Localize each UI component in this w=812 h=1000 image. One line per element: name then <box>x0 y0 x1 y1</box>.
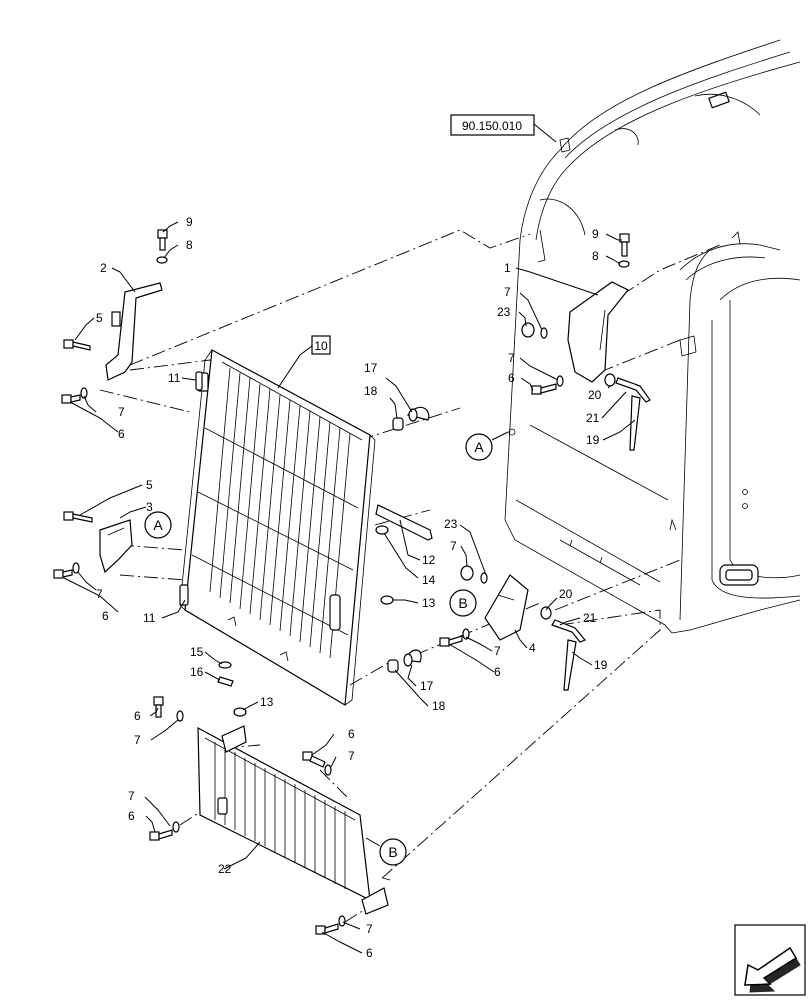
callout-A-right-label: A <box>474 439 484 455</box>
callout-A-right: A <box>465 431 509 461</box>
label-1: 1 <box>504 261 511 275</box>
fasteners <box>53 229 651 935</box>
label-19: 19 <box>586 433 600 447</box>
label-18: 18 <box>432 699 446 713</box>
label-17: 17 <box>364 361 378 375</box>
grille-panel-10 <box>179 349 376 707</box>
arrow-icon[interactable] <box>734 924 806 996</box>
label-2: 2 <box>100 261 107 275</box>
label-7: 7 <box>508 351 515 365</box>
label-7: 7 <box>494 644 501 658</box>
cab-outline <box>504 39 801 634</box>
label-14: 14 <box>422 573 436 587</box>
callout-A-left-label: A <box>153 517 163 533</box>
label-23: 23 <box>497 305 511 319</box>
small-grille-slats <box>214 742 346 889</box>
callout-B-lower: B <box>365 837 407 866</box>
label-8: 8 <box>186 238 193 252</box>
callout-B-lower-label: B <box>388 844 397 860</box>
callout-B-upper-label: B <box>458 595 467 611</box>
reference-label: 90.150.010 <box>462 119 522 133</box>
label-18: 18 <box>364 384 378 398</box>
label-6: 6 <box>348 727 355 741</box>
label-13: 13 <box>260 695 274 709</box>
label-6: 6 <box>494 665 501 679</box>
label-5: 5 <box>146 478 153 492</box>
label-5: 5 <box>96 311 103 325</box>
label-7: 7 <box>96 587 103 601</box>
label-16: 16 <box>190 665 204 679</box>
label-17: 17 <box>420 679 434 693</box>
callout-A-left: A <box>144 511 172 539</box>
label-13: 13 <box>422 596 436 610</box>
bracket-4 <box>484 574 529 641</box>
label-6: 6 <box>128 809 135 823</box>
label-7: 7 <box>450 539 457 553</box>
label-6: 6 <box>366 946 373 960</box>
label-3: 3 <box>146 500 153 514</box>
label-7: 7 <box>504 285 511 299</box>
label-20: 20 <box>559 587 573 601</box>
label-9: 9 <box>592 227 599 241</box>
label-7: 7 <box>366 922 373 936</box>
label-7: 7 <box>128 789 135 803</box>
label-6: 6 <box>118 427 125 441</box>
label-22: 22 <box>218 862 232 876</box>
callout-B-upper: B <box>449 589 477 617</box>
part-labels: 9 8 2 5 11 7 6 5 3 7 6 11 15 16 17 18 12… <box>96 215 608 960</box>
label-15: 15 <box>190 645 204 659</box>
label-21: 21 <box>586 411 600 425</box>
label-19: 19 <box>594 658 608 672</box>
label-9: 9 <box>186 215 193 229</box>
bracket-2 <box>105 282 163 381</box>
label-7: 7 <box>118 405 125 419</box>
grille-slats <box>209 367 351 659</box>
item-10-box: 10 <box>311 335 331 355</box>
label-6: 6 <box>134 709 141 723</box>
bracket-3 <box>99 519 133 574</box>
grille-panel-22 <box>197 725 389 915</box>
reference-90-150-010: 90.150.010 <box>450 114 535 136</box>
label-6: 6 <box>508 371 515 385</box>
leader-lines <box>63 123 636 954</box>
label-8: 8 <box>592 249 599 263</box>
bracket-1 <box>567 281 629 383</box>
label-7: 7 <box>134 733 141 747</box>
label-20: 20 <box>588 388 602 402</box>
label-6: 6 <box>102 609 109 623</box>
label-23: 23 <box>444 517 458 531</box>
label-4: 4 <box>529 641 536 655</box>
label-21: 21 <box>583 611 597 625</box>
label-7: 7 <box>348 749 355 763</box>
label-11: 11 <box>143 611 156 625</box>
item-10-label: 10 <box>314 339 328 353</box>
label-11: 11 <box>168 371 181 385</box>
label-12: 12 <box>422 553 436 567</box>
